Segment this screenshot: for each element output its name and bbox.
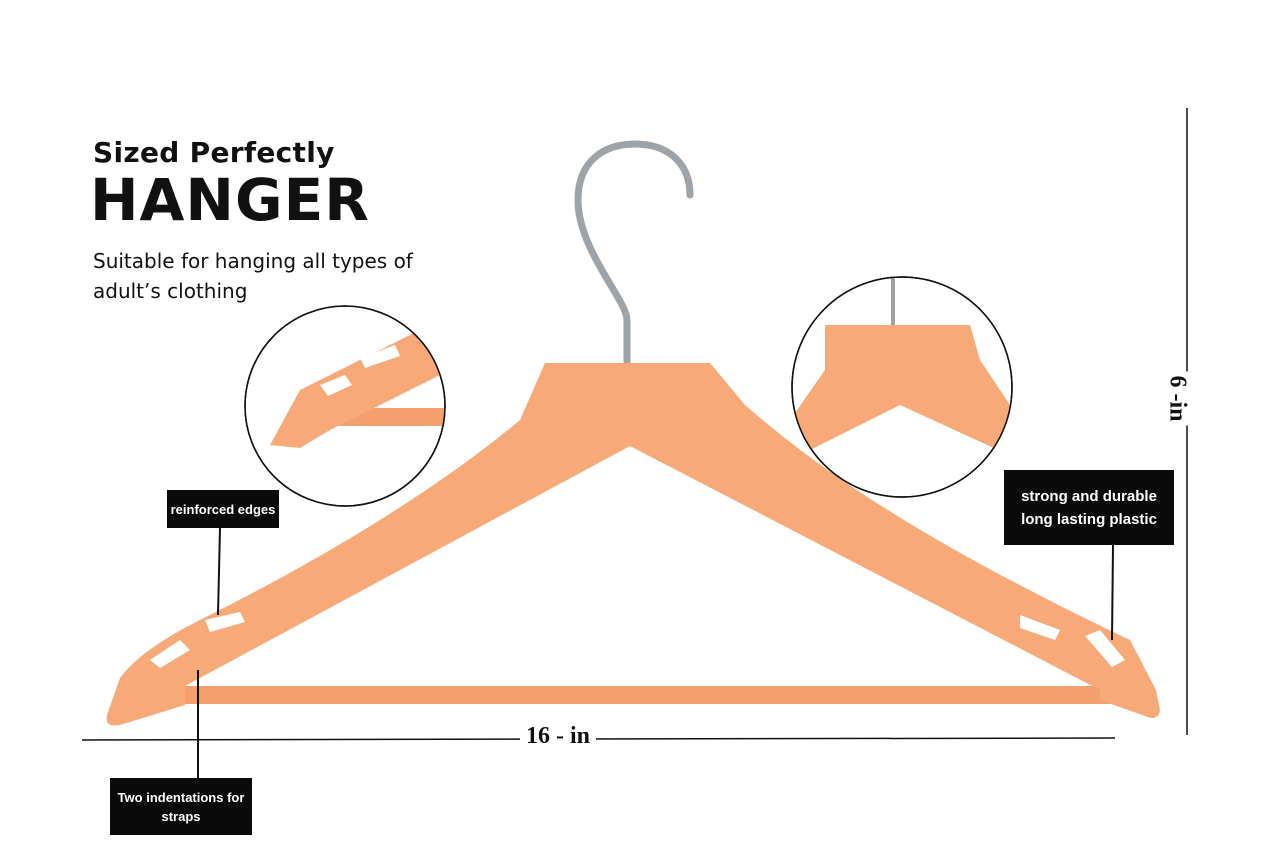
callout-plastic-line2: long lasting plastic bbox=[1021, 510, 1157, 528]
reinforced-leader-line bbox=[217, 527, 221, 616]
page-title: HANGER bbox=[90, 166, 370, 234]
height-dimension-label: 6 -in bbox=[1163, 371, 1191, 426]
subtitle: Sized Perfectly bbox=[93, 136, 335, 169]
callout-indent-line1: Two indentations for bbox=[117, 789, 245, 805]
callout-plastic-line1: strong and durable bbox=[1021, 487, 1157, 505]
callout-reinforced-label: reinforced edges bbox=[170, 501, 276, 517]
product-description: Suitable for hanging all types of adult’… bbox=[93, 249, 413, 303]
callout-indentations: Two indentations for straps bbox=[110, 778, 252, 835]
width-dimension-label: 16 - in bbox=[520, 723, 597, 750]
hanger-body bbox=[106, 363, 1160, 726]
width-dimension-line bbox=[81, 737, 1116, 741]
callout-reinforced-edges: reinforced edges bbox=[167, 490, 279, 528]
callout-durable-plastic: strong and durable long lasting plastic bbox=[1004, 470, 1174, 545]
zoom-circle-left bbox=[244, 305, 446, 507]
callout-indent-line2: straps bbox=[161, 808, 201, 824]
hanger-hook bbox=[574, 140, 694, 369]
plastic-leader-line bbox=[1111, 544, 1114, 641]
zoom-circle-right bbox=[791, 276, 1013, 498]
